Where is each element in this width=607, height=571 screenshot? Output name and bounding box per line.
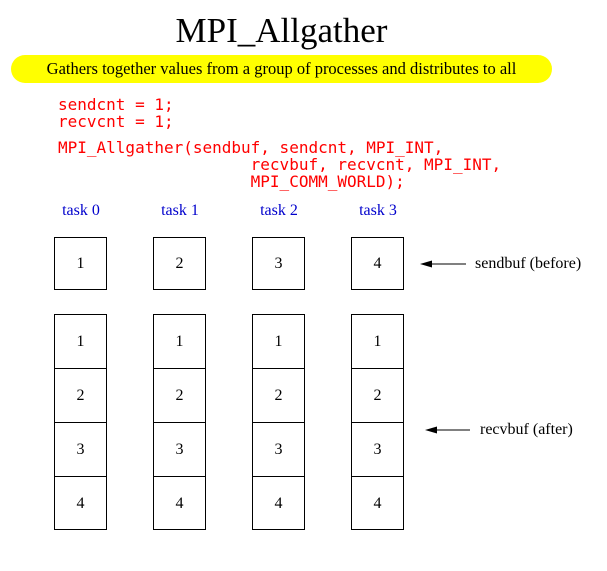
recvbuf-slot: 2 [253, 369, 304, 423]
recvbuf-annotation: recvbuf (after) [480, 421, 573, 438]
recvbuf-slot: 3 [253, 423, 304, 477]
recvbuf-slot: 2 [154, 369, 205, 423]
recvbuf-slot: 3 [154, 423, 205, 477]
description-banner: Gathers together values from a group of … [11, 55, 552, 83]
sendbuf-task-0: 1 [54, 237, 107, 290]
recvbuf-slot: 1 [352, 315, 403, 369]
recvbuf-slot: 4 [76, 495, 85, 512]
task-label-2: task 2 [260, 202, 298, 219]
recvbuf-task-2: 1 2 3 4 [252, 314, 305, 530]
recvbuf-slot: 4 [373, 495, 382, 512]
recvbuf-slot: 1 [253, 315, 304, 369]
recvbuf-arrow-icon [425, 426, 437, 434]
recvbuf-task-3: 1 2 3 4 [351, 314, 404, 530]
code-recvcnt: recvcnt = 1; [58, 112, 174, 131]
sendbuf-annotation: sendbuf (before) [475, 255, 582, 272]
task-label-1: task 1 [161, 202, 199, 219]
code-sendcnt: sendcnt = 1; [58, 95, 174, 114]
recvbuf-slot: 1 [55, 315, 106, 369]
recvbuf-slot: 1 [154, 315, 205, 369]
sendbuf-task-3: 4 [351, 237, 404, 290]
task-label-3: task 3 [359, 202, 397, 219]
recvbuf-task-1: 1 2 3 4 [153, 314, 206, 530]
recvbuf-slot: 3 [55, 423, 106, 477]
sendbuf-task-2: 3 [252, 237, 305, 290]
recvbuf-task-0: 1 2 3 4 [54, 314, 107, 530]
sendbuf-task-1: 2 [153, 237, 206, 290]
code-allgather-call: MPI_Allgather(sendbuf, sendcnt, MPI_INT,… [58, 138, 502, 191]
task-label-0: task 0 [62, 202, 100, 219]
recvbuf-slot: 4 [175, 495, 184, 512]
recvbuf-slot: 4 [274, 495, 283, 512]
recvbuf-slot: 2 [352, 369, 403, 423]
diagram-title: MPI_Allgather [175, 11, 388, 50]
recvbuf-slot: 2 [55, 369, 106, 423]
recvbuf-slot: 3 [352, 423, 403, 477]
sendbuf-arrow-icon [420, 260, 432, 268]
